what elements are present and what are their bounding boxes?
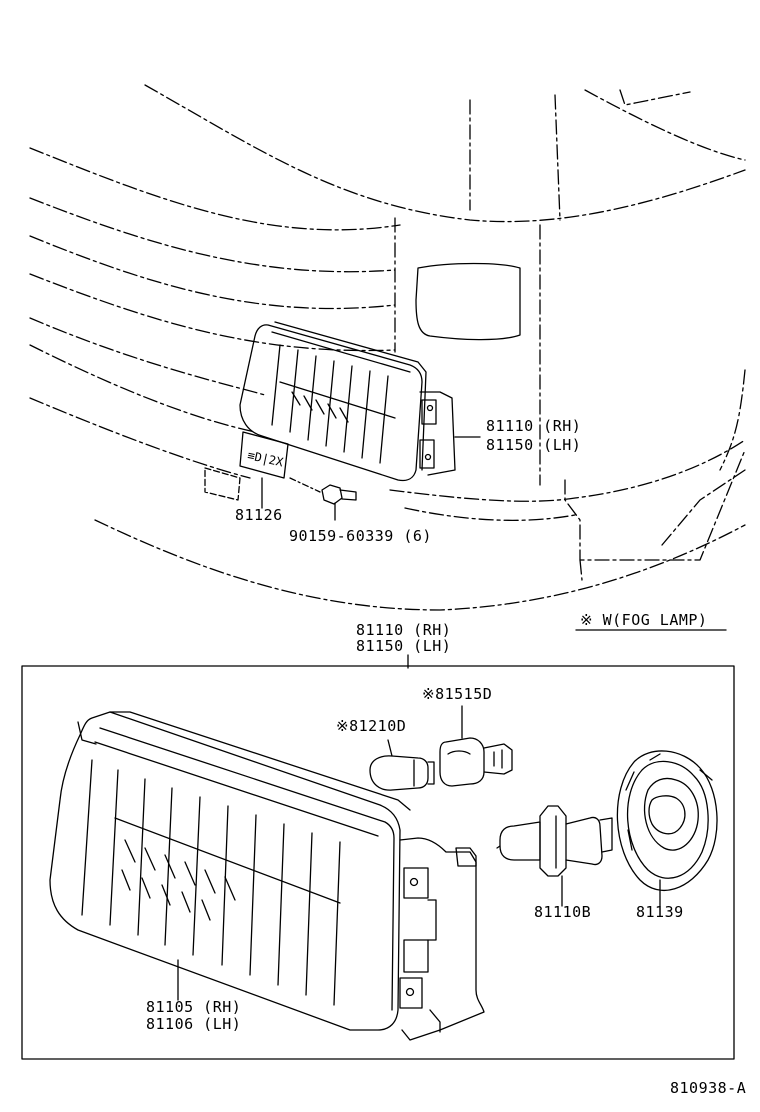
callout-upper-lamp-lh: 81150 (LH) [486,436,582,454]
warning-label: ≡D|2X [204,431,289,509]
bulb-socket [439,737,513,787]
wedge-bulb [369,755,435,791]
callout-wedge-bulb: ※81210D [336,717,407,735]
h3-bulb [496,805,613,877]
svg-text:≡D|2X: ≡D|2X [246,448,285,469]
callout-lens-lh: 81106 (LH) [146,1015,242,1033]
callout-main-bulb: 81110B [534,903,592,921]
vehicle-body-outline [29,84,746,611]
diagram-code: 810938-A [670,1079,747,1097]
fog-lamp-exploded [49,711,485,1041]
callout-lamp-lh: 81150 (LH) [356,637,452,655]
bumper-recess [415,262,746,581]
rubber-cover [616,750,718,891]
bolt [321,484,357,521]
callout-cover: 81139 [636,903,684,921]
callout-note: ※ W(FOG LAMP) [580,611,708,629]
callout-lens-rh: 81105 (RH) [146,998,242,1016]
detail-frame [21,665,735,1060]
leader-wedge-bulb [387,739,393,757]
callout-bulb-socket: ※81515D [422,685,493,703]
leader-bolt-dashed [289,477,321,493]
fog-lamp-upper [239,321,456,482]
callout-lamp-rh: 81110 (RH) [356,621,452,639]
callout-bolt: 90159-60339 (6) [289,527,432,545]
callout-bracket: 81126 [235,506,283,524]
callout-upper-lamp-rh: 81110 (RH) [486,417,582,435]
